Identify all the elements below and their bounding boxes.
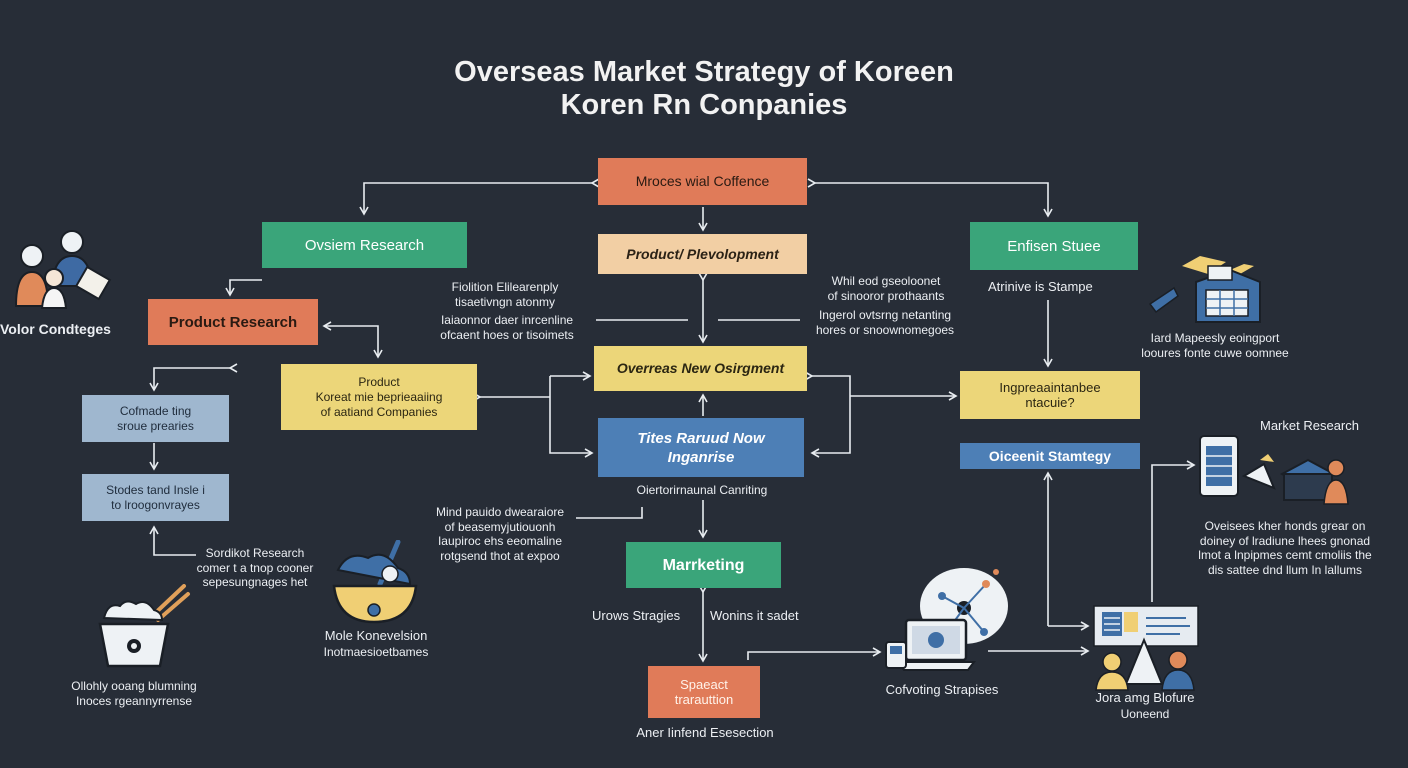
label-jora-amg: Jora amg Blofure: [1095, 690, 1195, 705]
people-icon: [14, 230, 112, 309]
box-overseas-new: Overreas New Osirgment: [594, 346, 807, 391]
label-ingerol: Ingerol ovtsrng netanting hores or snoow…: [815, 308, 955, 337]
label-aner-iinfend: Aner Iinfend Esesection: [636, 725, 774, 740]
bowl-icon: [332, 540, 418, 624]
arrow-sordikot-to-stoades: [149, 525, 196, 556]
label-inotmaesioetbames: Inotmaesioetbames: [323, 645, 429, 659]
label-market-research: Market Research: [1260, 418, 1359, 433]
label-volor-condiages: Volor Condteges: [0, 321, 111, 337]
box-tites-raruud: Tites Raruud Now Inganrise: [598, 418, 804, 477]
box-ovsiem-research: Ovsiem Research: [262, 222, 467, 268]
label-iard-mapeealy: Iard Mapeesly eoingport looures fonte cu…: [1141, 331, 1289, 360]
box-oiceenit: Oiceenit Stamtegy: [960, 443, 1140, 469]
box-mroces: Mroces wial Coffence: [598, 158, 807, 205]
box-cofmade: Cofmade ting sroue prearies: [82, 395, 229, 442]
house-chart-icon: [1148, 256, 1261, 323]
arrow-mroces-to-ovsiem: [359, 178, 600, 216]
arrow-overseas-right-branch: [804, 371, 851, 458]
label-mind-paudo: Mind pauido dwearaiore of beasemyjutiouo…: [435, 505, 565, 563]
label-wonins: Wonins it sadet: [710, 608, 799, 623]
label-fiolition: Fiolition Elilearenply tisaetivngn atonm…: [451, 280, 559, 309]
label-oiertorinaunal: Oiertorirnaunal Canriting: [636, 483, 768, 497]
box-product-development: Product/ Plevolopment: [598, 234, 807, 274]
arrow-jora-to-marketresearch: [1151, 460, 1196, 602]
box-marketing: Marrketing: [626, 542, 781, 588]
box-product-korean: Product Koreat mie beprieaaiing of aatia…: [281, 364, 477, 430]
laptop-network-icon: [885, 568, 1008, 671]
arrow-prodresearch-to-cofmade: [149, 363, 238, 392]
box-speacct: Spaeact trarauttion: [648, 666, 760, 718]
box-stoades: Stodes tand Insle i to lroogonvrayes: [82, 474, 229, 521]
line-mind-to-center: [576, 507, 643, 519]
arrow-ovsiem-to-prodresearch: [225, 279, 262, 297]
arrow-mroces-to-enfisen: [807, 178, 1053, 218]
label-uoneend: Uoneend: [1120, 707, 1170, 721]
arrow-speacct-to-cofvoting: [747, 647, 882, 660]
label-olliohiy: Ollohly ooang blumning Inoces rgeannyrre…: [71, 679, 197, 708]
label-iaiaonnor: Iaiaonnor daer inrcenline ofcaent hoes o…: [440, 313, 574, 342]
box-product-research: Product Research: [148, 299, 318, 345]
diagram-title-line2: Koren Rn Conpanies: [560, 89, 848, 121]
market-research-icon: [1199, 435, 1349, 505]
noodle-bowl-icon: [98, 584, 190, 668]
label-whil-eod: Whil eod gseoloonet of sinooror prothaan…: [827, 274, 945, 303]
label-mole-konevelsion: Mole Konevelsion: [324, 628, 428, 643]
team-presentation-icon: [1093, 605, 1199, 691]
label-oveisees-kher: Oveisees kher honds grear on doiney of l…: [1198, 519, 1372, 577]
label-atrinive: Atrinive is Stampe: [988, 279, 1093, 294]
arrow-branch-down: [549, 376, 594, 458]
arrow-prodresearch-to-korean: [373, 325, 383, 359]
label-urows: Urows Stragies: [592, 608, 681, 623]
box-enfisen: Enfisen Stuee: [970, 222, 1138, 270]
label-cofvoting: Cofvoting Strapises: [885, 682, 999, 697]
diagram-title-line1: Overseas Market Strategy of Koreen: [454, 56, 954, 88]
label-sordikot: Sordikot Research comer t a tnop cooner …: [196, 546, 314, 589]
box-ingpreaain: Ingpreaaintanbee ntacuie?: [960, 371, 1140, 419]
